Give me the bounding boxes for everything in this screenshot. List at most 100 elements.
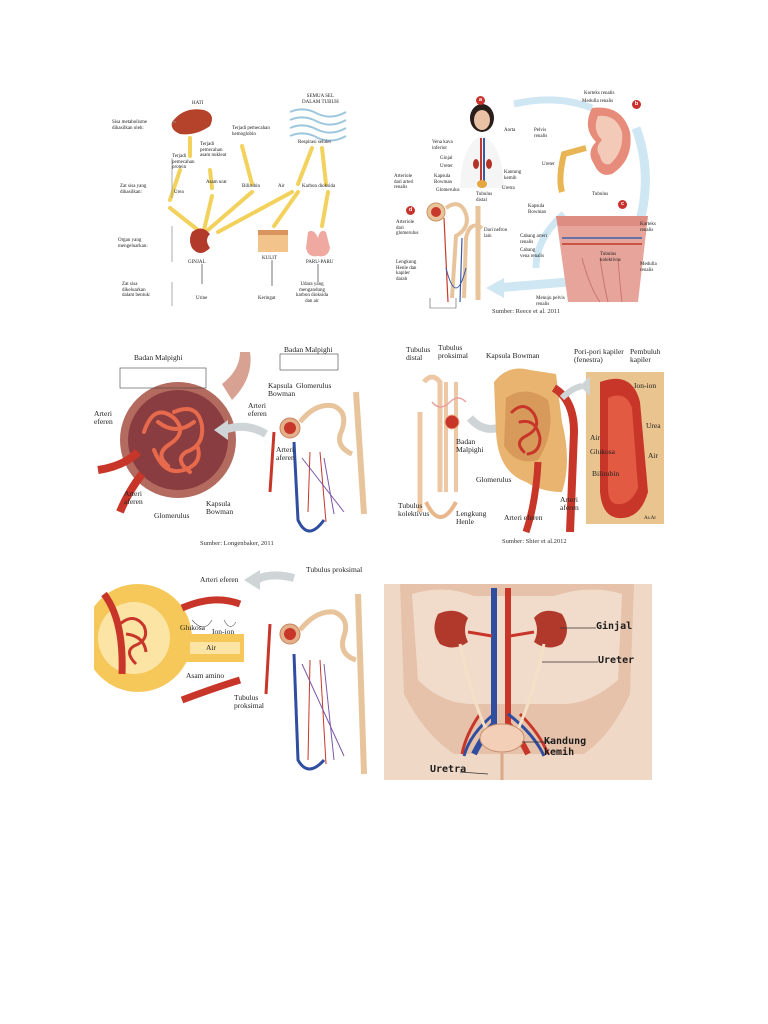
label-semua-sel: SEMUA SEL DALAM TUBUH xyxy=(302,94,339,105)
label-respirasi-seluler: Respirasi seluler xyxy=(298,140,332,145)
label-kapsula-b2: Kapsula Bowman xyxy=(528,204,547,215)
badge-a: a xyxy=(476,96,485,105)
label-keringat: Keringat xyxy=(258,296,276,301)
filtration-art xyxy=(417,368,664,534)
label-arteri-eferen-e: Arteri eferen xyxy=(200,575,239,584)
label-arteriole-glom: Arteriole dari glomerulus xyxy=(396,220,419,236)
label-glomerulus-b: Glomerulus xyxy=(436,188,460,193)
label-kapsula-bowman-d: Kapsula Bowman xyxy=(486,351,540,360)
label-badan-malpighi-d: Badan Malpighi xyxy=(456,437,484,454)
label-paru: PARU-PARU xyxy=(306,260,334,265)
source-shier: Sumber: Shier et al.2012 xyxy=(502,538,567,545)
label-tubulus-kolektivus-d: Tubulus kolektivus xyxy=(398,501,430,518)
label-kapsula-bowman-c2: Kapsula Bowman xyxy=(268,381,296,398)
label-sisa-metabolisme: Sisa metabolisme dihasilkan oleh: xyxy=(112,120,148,131)
label-terjadi-asam-nukleat: Terjadi pemecahan asam nukleat xyxy=(200,142,227,158)
label-ginjal-b: Ginjal xyxy=(440,156,453,161)
label-menuju-pelvis: Menuju pelvis renalis xyxy=(536,296,565,307)
excretion-flowchart: HATI SEMUA SEL DALAM TUBUH Sisa metaboli… xyxy=(112,92,352,312)
label-ion-ion-d: Ion-ion xyxy=(634,381,657,390)
label-organ: Organ yang mengeluarkan: xyxy=(118,238,148,249)
abdominal-urinary-figure: Ginjal Ureter Kandung kemih Uretra xyxy=(384,584,652,780)
label-zat-sisa: Zat sisa yang dihasilkan: xyxy=(120,184,147,195)
reabsorption-figure: Arteri eferen Tubulus proksimal Glukosa … xyxy=(94,564,380,782)
label-tubulus-proksimal-e: Tubulus proksimal xyxy=(306,565,363,574)
label-bilirubin-d: Bilirubin xyxy=(592,469,620,478)
label-uretra-f: Uretra xyxy=(430,764,467,775)
badge-d: d xyxy=(406,206,415,215)
label-terjadi-protein: Terjadi pemecahan protein xyxy=(172,154,195,170)
label-arteri-eferen-c2: Arteri eferen xyxy=(248,401,267,418)
label-korteks: Korteks renalis xyxy=(584,91,615,96)
label-medulla: Medulla renalis xyxy=(582,99,614,104)
label-arteri-eferen-c: Arteri eferen xyxy=(94,409,113,426)
label-medulla-b2: Medulla renalis xyxy=(640,262,657,273)
label-urea: Urea xyxy=(174,190,184,195)
label-asam-urat: Asam urat xyxy=(206,180,227,185)
label-bilirubin: Bilirubin xyxy=(242,184,261,189)
label-zat-dikeluarkan: Zat sisa dikeluarkan dalam bentuk: xyxy=(122,282,151,298)
label-kandung-kemih: Kandung kemih xyxy=(544,736,587,758)
source-reece: Sumber: Reece et al. 2011 xyxy=(492,308,561,315)
label-pembuluh-kapiler: Pembuluh kapiler xyxy=(630,347,661,364)
label-arteriole: Arteriole dari arteri renalis xyxy=(394,174,414,190)
label-tubulus-proksimal-d: Tubulus proksimal xyxy=(438,343,468,360)
label-glomerulus-d: Glomerulus xyxy=(476,475,512,484)
label-glomerulus-c: Glomerulus xyxy=(154,511,190,520)
label-aorta: Aorta xyxy=(504,128,516,133)
label-kantung-kemih: Kantung kemih xyxy=(504,170,522,181)
label-korteks-b2: Korteks renalis xyxy=(640,222,656,233)
label-kulit: KULIT xyxy=(262,256,277,261)
label-badan-malpighi-c: Badan Malpighi xyxy=(134,353,183,362)
label-badan-malpighi-c2: Badan Malpighi xyxy=(284,345,333,354)
label-pelvis: Pelvis renalis xyxy=(534,128,548,139)
label-ginjal: GINJAL xyxy=(188,260,206,265)
label-lengkung-henle-d: Lengkung Henle xyxy=(456,509,487,526)
label-glukosa-d: Glukosa xyxy=(590,447,615,456)
label-air-d: Air xyxy=(590,433,600,442)
label-kapsula-bowman-c: Kapsula Bowman xyxy=(206,499,234,516)
label-hati: HATI xyxy=(192,101,204,106)
label-kapsula-b: Kapsula Bowman xyxy=(434,174,453,185)
label-terjadi-hemoglobin: Terjadi pemecahan hemoglobin xyxy=(232,126,270,137)
label-udara: Udara yang mengandung karbon dioksida da… xyxy=(296,282,329,304)
source-longenbaker: Sumber: Longenbaker, 2011 xyxy=(200,540,274,547)
label-arteri-eferen-d: Arteri eferen xyxy=(504,513,543,522)
label-air-d2: Air xyxy=(648,451,658,460)
label-urine: Urine xyxy=(196,296,208,301)
label-tubulus-proksimal-e2: Tubulus proksimal xyxy=(234,693,264,710)
label-urea-d: Urea xyxy=(646,421,661,430)
badge-c: c xyxy=(618,200,627,209)
label-asam-amino-d: As.Ar xyxy=(644,516,657,521)
label-ion-ion-e: Ion-ion xyxy=(212,627,235,636)
label-asam-amino-e: Asam amino xyxy=(186,671,225,680)
label-vena-kava: Vena kava inferior xyxy=(432,140,453,151)
label-tubulus-kolektivus-b: Tubulus kolektivus xyxy=(600,252,621,263)
malpighi-body-figure: Badan Malpighi Badan Malpighi Arteri efe… xyxy=(94,342,380,550)
label-ureter-b: Ureter xyxy=(440,164,453,169)
urinary-system-figure: a b c d Aorta Vena kava inferior Ginjal … xyxy=(386,88,662,320)
abdominal-art xyxy=(384,584,652,780)
label-pori-pori: Pori-pori kapiler (fenestra) xyxy=(574,347,624,364)
urinary-system-art xyxy=(426,96,650,309)
label-glukosa-e: Glukosa xyxy=(180,623,205,632)
malpighi-art xyxy=(97,352,367,533)
label-tubulus-b: Tubulus xyxy=(592,192,609,197)
label-cabang-arteri: Cabang arteri renalis xyxy=(520,234,548,245)
label-karbon-dioksida: Karbon dioksida xyxy=(302,184,336,189)
filtration-figure: Tubulus distal Tubulus proksimal Kapsula… xyxy=(386,342,666,550)
label-tubulus-distal-b: Tubulus distal xyxy=(476,192,493,203)
label-dari-nefron: Dari nefron lain xyxy=(484,228,508,239)
flowchart-art xyxy=(168,108,347,306)
label-air: Air xyxy=(278,184,285,189)
badge-b: b xyxy=(632,100,641,109)
reabsorption-art xyxy=(94,570,367,775)
label-air-e: Air xyxy=(206,643,216,652)
label-arteri-aferen-c2: Arteri aferen xyxy=(276,445,295,462)
label-ureter-f: Ureter xyxy=(598,655,635,666)
label-cabang-vena: Cabang vena renalis xyxy=(520,248,545,259)
label-arteri-aferen-d: Arteri aferen xyxy=(560,495,579,512)
label-ginjal-f: Ginjal xyxy=(596,621,633,632)
label-glomerulus-c2: Glomerulus xyxy=(296,381,332,390)
label-lengkung-b: Lengkung Henle dan kapiler darah xyxy=(396,260,417,282)
